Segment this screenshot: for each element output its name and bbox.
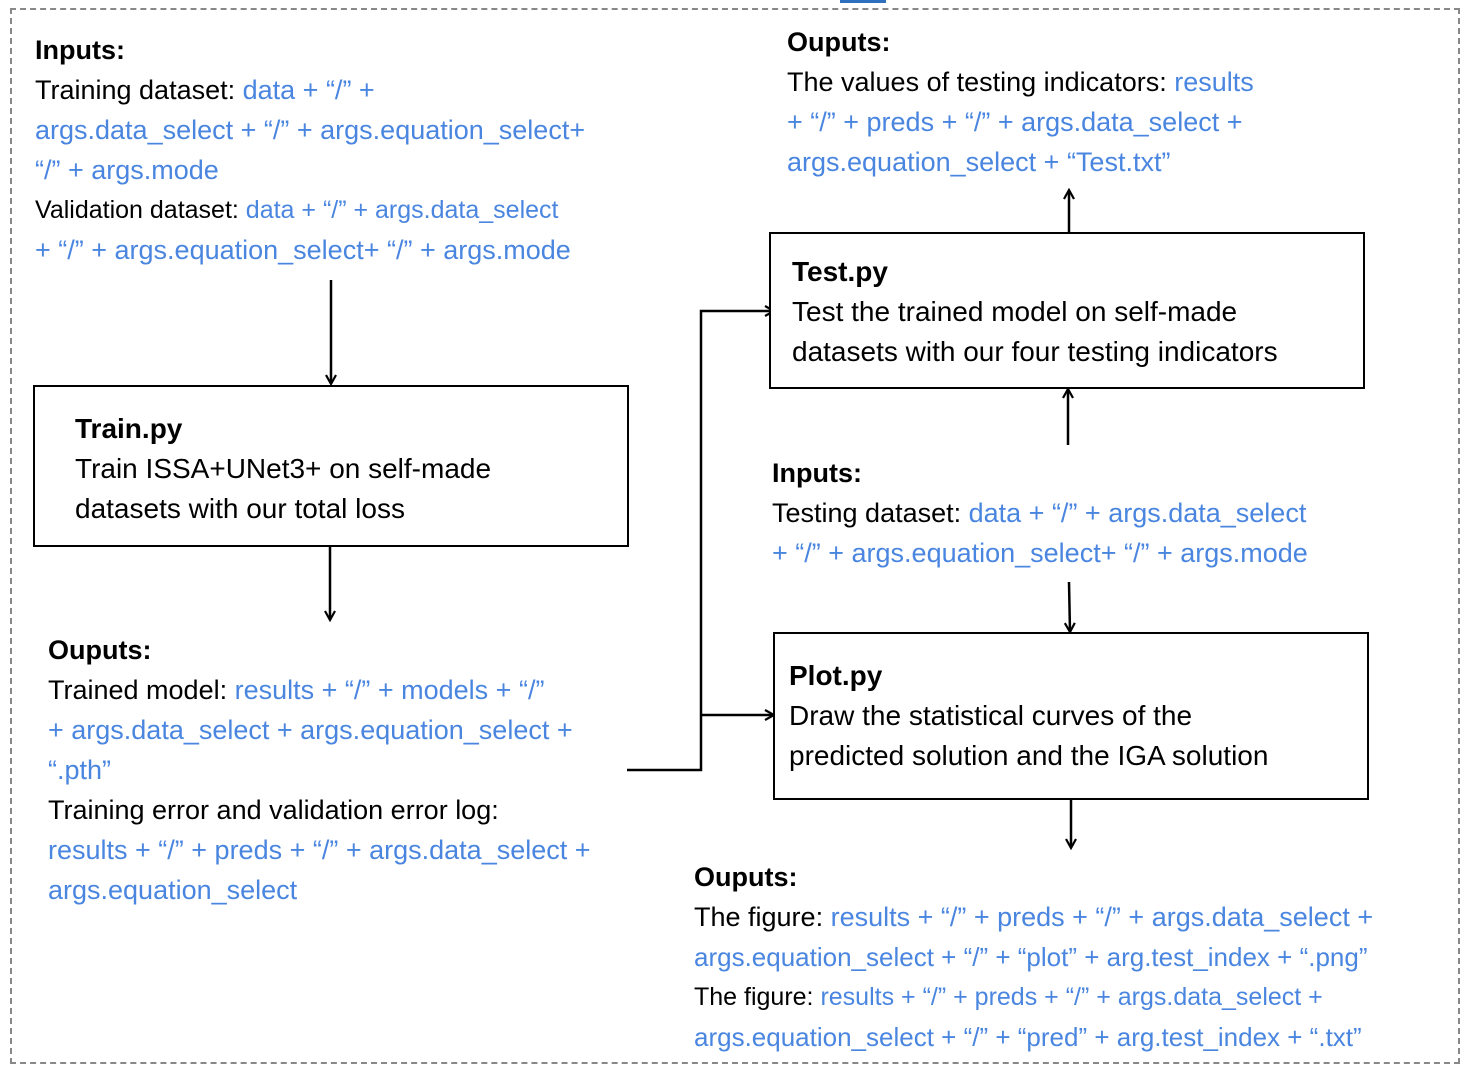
arrow-testinputs-to-plot [1069, 581, 1070, 632]
testing-indicators-label: The values of testing indicators: [787, 67, 1175, 97]
trained-model-label: Trained model: [48, 675, 235, 705]
testing-dataset-line: Testing dataset: data + “/” + args.data_… [772, 493, 1308, 533]
trained-model-line: Trained model: results + “/” + models + … [48, 670, 591, 710]
testing-dataset-path-cont: + “/” + args.equation_select+ “/” + args… [772, 538, 1308, 568]
train-py-desc-1: Train ISSA+UNet3+ on self-made [75, 453, 492, 484]
training-dataset-path: data + “/” + [242, 75, 375, 105]
testing-inputs-heading: Inputs: [772, 458, 862, 488]
connector-outputs-to-test [627, 311, 774, 772]
plot-py-desc-1: Draw the statistical curves of the [789, 700, 1193, 731]
testing-dataset-path: data + “/” + args.data_select [968, 498, 1307, 528]
figure-png-path: results + “/” + preds + “/” + args.data_… [830, 902, 1374, 932]
error-log-path-2: args.equation_select [48, 875, 298, 905]
plot-py-content: Plot.py Draw the statistical curves of t… [789, 656, 1268, 776]
figure-png-path-cont: args.equation_select + “/” + “plot” + ar… [694, 942, 1368, 972]
testing-indicators-line: The values of testing indicators: result… [787, 62, 1254, 102]
figure-png-line: The figure: results + “/” + preds + “/” … [694, 897, 1373, 937]
training-dataset-line: Training dataset: data + “/” + [35, 70, 585, 110]
training-inputs-heading: Inputs: [35, 35, 125, 65]
plot-py-title: Plot.py [789, 660, 883, 691]
trained-model-path-cont-2: “.pth” [48, 755, 112, 785]
train-py-title: Train.py [75, 413, 183, 444]
top-accent-mark [840, 0, 886, 3]
train-py-desc-2: datasets with our total loss [75, 493, 405, 524]
test-outputs: Ouputs: The values of testing indicators… [787, 22, 1254, 182]
diagram-frame [10, 8, 1460, 1064]
validation-dataset-path: data + “/” + args.data_select [245, 196, 559, 224]
error-log-path-1: results + “/” + preds + “/” + args.data_… [48, 835, 591, 865]
test-py-content: Test.py Test the trained model on self-m… [792, 252, 1278, 372]
test-py-desc-2: datasets with our four testing indicator… [792, 336, 1278, 367]
train-py-content: Train.py Train ISSA+UNet3+ on self-made … [75, 409, 491, 529]
figure-txt-label: The figure: [694, 983, 821, 1011]
validation-dataset-path-cont: + “/” + args.equation_select+ “/” + args… [35, 235, 571, 265]
test-py-title: Test.py [792, 256, 888, 287]
plot-outputs-heading: Ouputs: [694, 862, 798, 892]
testing-inputs: Inputs: Testing dataset: data + “/” + ar… [772, 453, 1308, 573]
plot-py-desc-2: predicted solution and the IGA solution [789, 740, 1269, 771]
testing-indicators-path: results [1174, 67, 1254, 97]
test-py-desc-1: Test the trained model on self-made [792, 296, 1238, 327]
testing-indicators-path-cont-1: + “/” + preds + “/” + args.data_select + [787, 107, 1243, 137]
validation-dataset-label: Validation dataset: [35, 196, 246, 224]
figure-txt-path-cont: args.equation_select + “/” + “pred” + ar… [694, 1022, 1362, 1052]
error-log-label: Training error and validation error log: [48, 795, 499, 825]
trained-model-path-cont-1: + args.data_select + args.equation_selec… [48, 715, 573, 745]
figure-png-label: The figure: [694, 902, 831, 932]
training-dataset-label: Training dataset: [35, 75, 243, 105]
figure-txt-path: results + “/” + preds + “/” + args.data_… [820, 983, 1323, 1011]
training-dataset-path-cont-1: args.data_select + “/” + args.equation_s… [35, 115, 586, 145]
training-dataset-path-cont-2: “/” + args.mode [35, 155, 219, 185]
figure-txt-line: The figure: results + “/” + preds + “/” … [694, 977, 1373, 1017]
testing-dataset-label: Testing dataset: [772, 498, 969, 528]
training-outputs-heading: Ouputs: [48, 635, 152, 665]
training-inputs: Inputs: Training dataset: data + “/” + a… [35, 30, 585, 270]
train-py-box: Train.py Train ISSA+UNet3+ on self-made … [33, 385, 629, 547]
validation-dataset-line: Validation dataset: data + “/” + args.da… [35, 190, 585, 230]
training-outputs: Ouputs: Trained model: results + “/” + m… [48, 630, 591, 910]
test-outputs-heading: Ouputs: [787, 27, 891, 57]
trained-model-path: results + “/” + models + “/” [234, 675, 545, 705]
plot-py-box: Plot.py Draw the statistical curves of t… [773, 632, 1369, 800]
testing-indicators-path-cont-2: args.equation_select + “Test.txt” [787, 147, 1171, 177]
plot-outputs: Ouputs: The figure: results + “/” + pred… [694, 857, 1373, 1057]
test-py-box: Test.py Test the trained model on self-m… [769, 232, 1365, 389]
